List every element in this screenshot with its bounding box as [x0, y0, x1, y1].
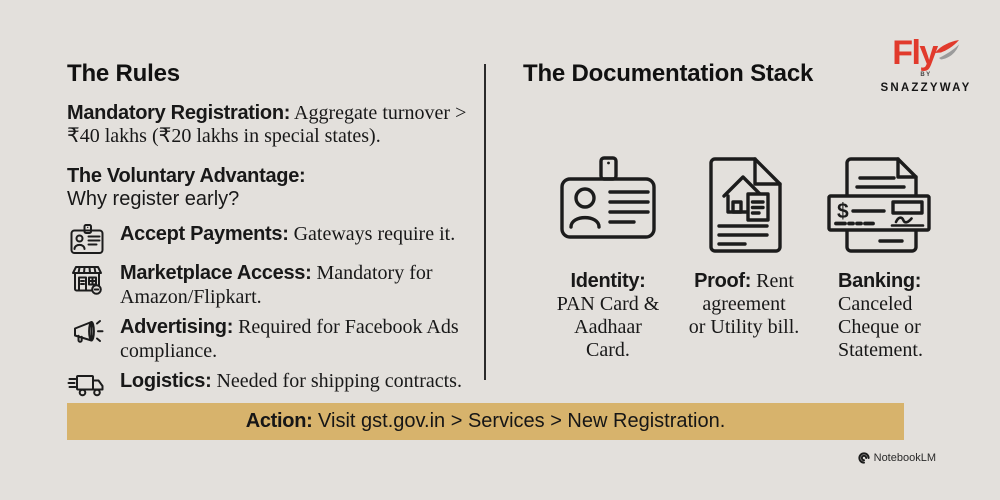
watermark-label: NotebookLM — [873, 452, 936, 464]
rules-section: The Rules Mandatory Registration: Aggreg… — [67, 60, 481, 406]
wing-icon — [934, 40, 959, 60]
list-item-text: Accept Payments: Gateways require it. — [120, 223, 456, 245]
list-item-logistics: Logistics: Needed for shipping contracts… — [67, 370, 481, 399]
logo-fly-text: Fly — [892, 34, 938, 72]
storefront-icon — [67, 262, 107, 296]
action-banner-text: Action: Visit gst.gov.in > Services > Ne… — [245, 410, 726, 432]
voluntary-advantage-text: The Voluntary Advantage: Why register ea… — [67, 165, 481, 211]
doc-proof-caption: Proof: Rent agreement or Utility bill. — [688, 270, 800, 338]
cancelled-cheque-icon: $ — [826, 156, 932, 258]
documentation-section: The Documentation Stack — [523, 60, 943, 102]
brand-logo: Fly BY SNAZZYWAY — [880, 34, 972, 94]
logo-by-text: BY — [920, 72, 932, 78]
svg-text:$: $ — [837, 200, 849, 223]
logo-wordmark: Fly — [880, 34, 972, 74]
voluntary-question: Why register early? — [67, 188, 240, 210]
column-divider — [484, 64, 486, 380]
megaphone-icon — [67, 316, 107, 347]
id-card-icon — [67, 223, 107, 255]
benefit-list: Accept Payments: Gateways require it. — [67, 223, 481, 399]
doc-identity-caption: Identity: PAN Card & Aadhaar Card. — [556, 270, 660, 361]
mandatory-registration-label: Mandatory Registration: — [67, 102, 291, 124]
doc-banking-caption: Banking: Canceled Cheque or Statement. — [838, 270, 923, 361]
voluntary-advantage-label: The Voluntary Advantage: — [67, 165, 306, 187]
doc-identity: Identity: PAN Card & Aadhaar Card. — [553, 156, 663, 362]
truck-icon — [67, 370, 107, 399]
id-badge-icon — [553, 156, 663, 258]
rent-agreement-icon — [683, 156, 805, 258]
doc-banking: $ Banking: Canceled Cheque or Statement. — [826, 156, 932, 362]
notebooklm-icon — [858, 452, 870, 464]
doc-proof: Proof: Rent agreement or Utility bill. — [683, 156, 805, 339]
list-item-accept-payments: Accept Payments: Gateways require it. — [67, 223, 481, 255]
rules-title: The Rules — [67, 60, 180, 87]
mandatory-registration-text: Mandatory Registration: Aggregate turnov… — [67, 102, 481, 148]
documentation-title: The Documentation Stack — [523, 60, 814, 87]
mandatory-line-1: Aggregate turnover > — [290, 102, 467, 124]
action-banner: Action: Visit gst.gov.in > Services > Ne… — [67, 403, 904, 440]
mandatory-line-2: ₹40 lakhs (₹20 lakhs in special states). — [67, 125, 381, 147]
list-item-text: Logistics: Needed for shipping contracts… — [120, 370, 462, 392]
logo-brand-name: SNAZZYWAY — [880, 82, 972, 94]
notebooklm-watermark: NotebookLM — [858, 452, 936, 464]
